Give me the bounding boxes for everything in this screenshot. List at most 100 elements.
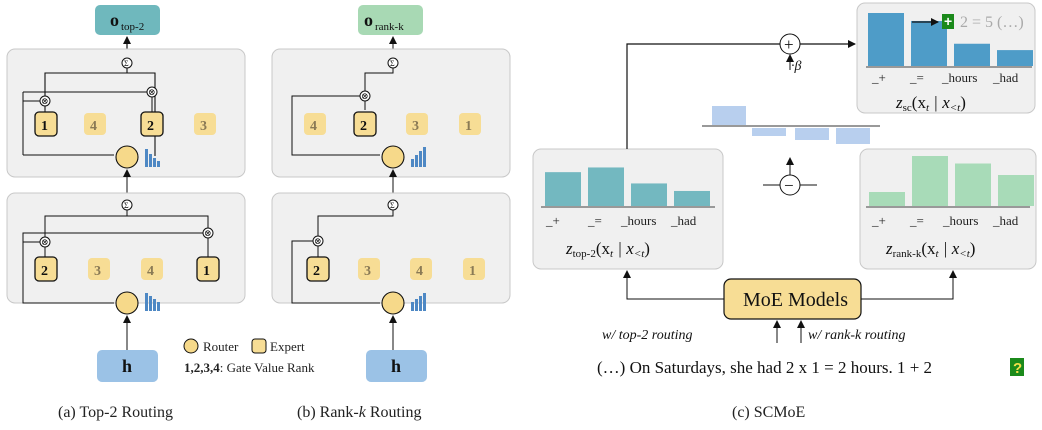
layer-upper (6, 48, 246, 178)
svg-text:4: 4 (147, 264, 154, 279)
output-o: o (110, 10, 119, 30)
svg-text:Σ: Σ (390, 59, 395, 68)
router (381, 145, 405, 169)
svg-text:2: 2 (313, 264, 320, 279)
caption-b: (b) Rank-k Routing (297, 404, 421, 421)
diff-bar (795, 128, 829, 140)
bar-_had (998, 175, 1034, 206)
expert (304, 113, 326, 135)
sc-bars (868, 13, 1033, 66)
svg-text:?: ? (1013, 360, 1022, 377)
expert (358, 258, 380, 280)
gate-histogram-icon (145, 149, 160, 167)
router (381, 291, 405, 315)
svg-text:MoE Models: MoE Models (743, 289, 848, 311)
question-mark-box (1010, 358, 1024, 376)
svg-text:1,2,3,4: Gate Value Rank: 1,2,3,4: Gate Value Rank (184, 360, 315, 375)
svg-text:_hours: _hours (942, 213, 978, 228)
svg-text:4: 4 (310, 119, 317, 134)
svg-text:⊗: ⊗ (204, 228, 212, 238)
rankk-label: zrank-k(xt | x<t) (885, 239, 975, 260)
svg-text:2 = 5 (…): 2 = 5 (…) (960, 14, 1024, 31)
bar-_+ (868, 13, 904, 66)
rankk-bars (869, 156, 1034, 206)
bar-_had (674, 190, 710, 206)
output-box-rankk (358, 5, 423, 35)
svg-text:_had: _had (670, 213, 697, 228)
diff-bar (752, 128, 786, 136)
input-box-h (366, 350, 427, 382)
svg-text:_=: _= (909, 213, 924, 228)
svg-text:2: 2 (360, 119, 367, 134)
panel-a: o top-2 Σ ⊗ ⊗ 1 4 2 3 (6, 5, 246, 421)
svg-text:4: 4 (416, 264, 423, 279)
beta-label: ·β (791, 59, 802, 74)
svg-text:Σ: Σ (390, 201, 395, 210)
svg-text:_=: _= (909, 70, 924, 85)
layer-upper (271, 48, 511, 178)
diff-bar (712, 106, 746, 126)
expert-selected (34, 111, 58, 137)
bar-_= (912, 156, 948, 206)
svg-text:_+: _+ (545, 213, 560, 228)
bar-_= (911, 20, 947, 66)
svg-text:h: h (122, 356, 132, 376)
svg-text:o: o (364, 10, 373, 30)
router-legend-icon (183, 338, 199, 354)
panel-c: _+ _= _hours _had ztop-2(xt | x<t) _+ _=… (532, 2, 1037, 421)
bar-_= (588, 167, 624, 206)
svg-text:Σ: Σ (124, 59, 129, 68)
svg-text:2: 2 (41, 264, 48, 279)
top2-tokens: _+ _= _hours _had (545, 213, 697, 228)
legend: Router Expert 1,2,3,4: Gate Value Rank (183, 338, 315, 375)
output-sub: top-2 (121, 21, 144, 33)
expert (406, 113, 428, 135)
svg-text:⊗: ⊗ (314, 236, 322, 246)
bar-_hours (954, 43, 990, 66)
expert (410, 258, 432, 280)
svg-text:3: 3 (412, 119, 419, 134)
expert-selected (353, 111, 377, 137)
svg-text:⊗: ⊗ (41, 96, 49, 106)
expert (141, 258, 163, 280)
gate-histogram-icon (411, 293, 426, 311)
rankk-tokens: _+ _= _hours _had (871, 213, 1019, 228)
highlight-token-box (942, 14, 954, 29)
bar-_hours (955, 163, 991, 206)
svg-text:h: h (391, 356, 401, 376)
bar-_+ (545, 172, 581, 206)
svg-text:2: 2 (147, 119, 154, 134)
gate-histogram-icon (145, 293, 160, 311)
svg-text:1: 1 (465, 119, 472, 134)
expert (84, 113, 106, 135)
expert-selected (196, 256, 220, 282)
svg-text:3: 3 (364, 264, 371, 279)
bar-_+ (869, 192, 905, 206)
svg-text:_+: _+ (871, 70, 886, 85)
prompt-text: (…) On Saturdays, she had 2 x 1 = 2 hour… (597, 358, 932, 377)
svg-text:3: 3 (94, 264, 101, 279)
difference-bars (712, 106, 870, 144)
gate-histogram-icon (411, 147, 426, 167)
svg-text:Router: Router (203, 339, 239, 354)
expert (194, 113, 216, 135)
svg-text:+: + (944, 13, 952, 29)
bar-_hours (631, 183, 667, 206)
sc-tokens: _+ _= _hours _had (871, 70, 1019, 85)
svg-text:_+: _+ (871, 213, 886, 228)
expert-selected (34, 256, 58, 282)
router (115, 145, 139, 169)
svg-text:_had: _had (992, 213, 1019, 228)
expert (463, 258, 485, 280)
panel-b: o rank-k Σ ⊗ 4 2 3 1 Σ ⊗ 2 3 (271, 5, 511, 421)
svg-text:Σ: Σ (124, 201, 129, 210)
svg-text:1: 1 (41, 119, 48, 134)
svg-text:_hours: _hours (620, 213, 656, 228)
route-left-label: w/ top-2 routing (602, 328, 693, 343)
bar-_had (997, 50, 1033, 66)
svg-text:_=: _= (587, 213, 602, 228)
sc-label: zsc(xt | x<t) (895, 93, 966, 114)
router (115, 291, 139, 315)
expert-legend-icon (251, 338, 267, 354)
